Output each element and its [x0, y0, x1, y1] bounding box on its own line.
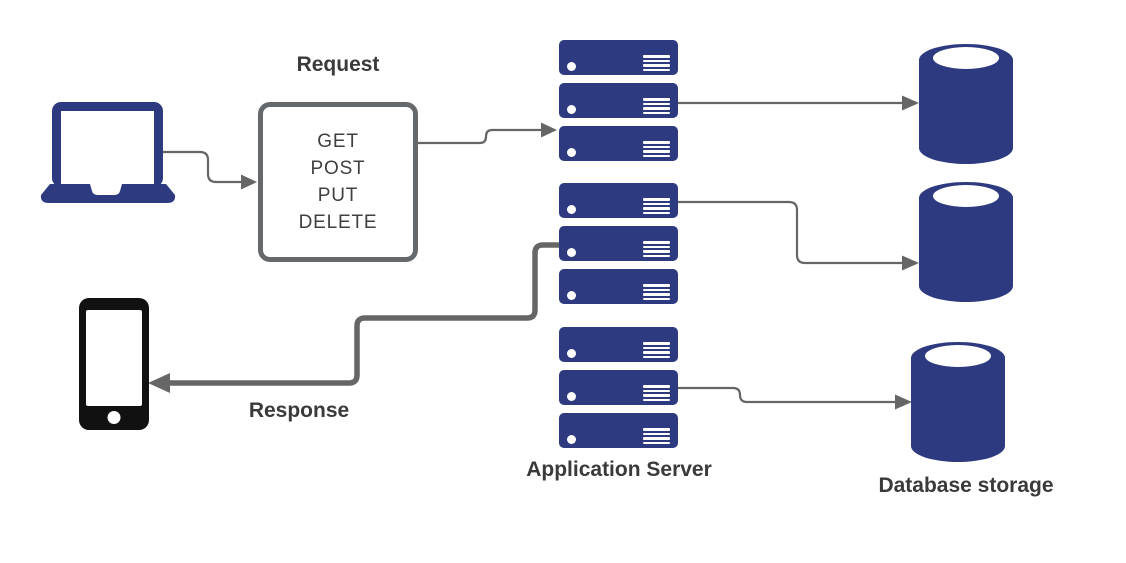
server-rack-icon	[559, 40, 678, 75]
arrow-stack2-to-db2	[678, 200, 919, 271]
server-vent-icon	[643, 98, 670, 114]
arrow-stack3-to-db3	[678, 386, 912, 410]
arrow-stack1-to-db1	[678, 95, 919, 111]
server-led	[567, 435, 576, 444]
server-stack-2	[559, 183, 678, 304]
database-cylinder-icon	[911, 342, 1005, 462]
database-storage-label: Database storage	[878, 474, 1054, 497]
server-vent-icon	[643, 284, 670, 300]
server-rack-icon	[559, 226, 678, 261]
server-rack-icon	[559, 83, 678, 118]
server-led	[567, 248, 576, 257]
server-led	[567, 392, 576, 401]
smartphone-screen	[86, 310, 142, 406]
server-vent-icon	[643, 342, 670, 358]
server-led	[567, 148, 576, 157]
application-server-label: Application Server	[526, 458, 712, 481]
server-rack-icon	[559, 183, 678, 218]
http-method: POST	[310, 158, 366, 179]
request-methods-box: GET POST PUT DELETE	[258, 102, 418, 262]
server-rack-icon	[559, 327, 678, 362]
server-stack-3	[559, 327, 678, 448]
database-cylinder-icon	[919, 182, 1013, 302]
request-label: Request	[296, 53, 380, 76]
laptop-icon	[40, 102, 176, 203]
server-vent-icon	[643, 198, 670, 214]
server-rack-icon	[559, 126, 678, 161]
smartphone-icon	[79, 298, 149, 430]
arrow-response-to-phone	[148, 242, 560, 393]
server-led	[567, 105, 576, 114]
server-vent-icon	[643, 241, 670, 257]
server-vent-icon	[643, 55, 670, 71]
server-led	[567, 291, 576, 300]
server-vent-icon	[643, 428, 670, 444]
http-method: GET	[317, 131, 359, 152]
arrow-laptop-to-request	[163, 150, 257, 190]
server-rack-icon	[559, 370, 678, 405]
server-vent-icon	[643, 385, 670, 401]
arrow-request-to-stack1	[418, 122, 557, 145]
database-cylinder-icon	[919, 44, 1013, 164]
http-method: DELETE	[298, 212, 378, 233]
server-stack-1	[559, 40, 678, 161]
response-label: Response	[248, 399, 350, 422]
server-led	[567, 205, 576, 214]
server-led	[567, 349, 576, 358]
server-led	[567, 62, 576, 71]
server-vent-icon	[643, 141, 670, 157]
http-method: PUT	[317, 185, 359, 206]
smartphone-home-button	[107, 411, 121, 424]
server-rack-icon	[559, 269, 678, 304]
server-rack-icon	[559, 413, 678, 448]
